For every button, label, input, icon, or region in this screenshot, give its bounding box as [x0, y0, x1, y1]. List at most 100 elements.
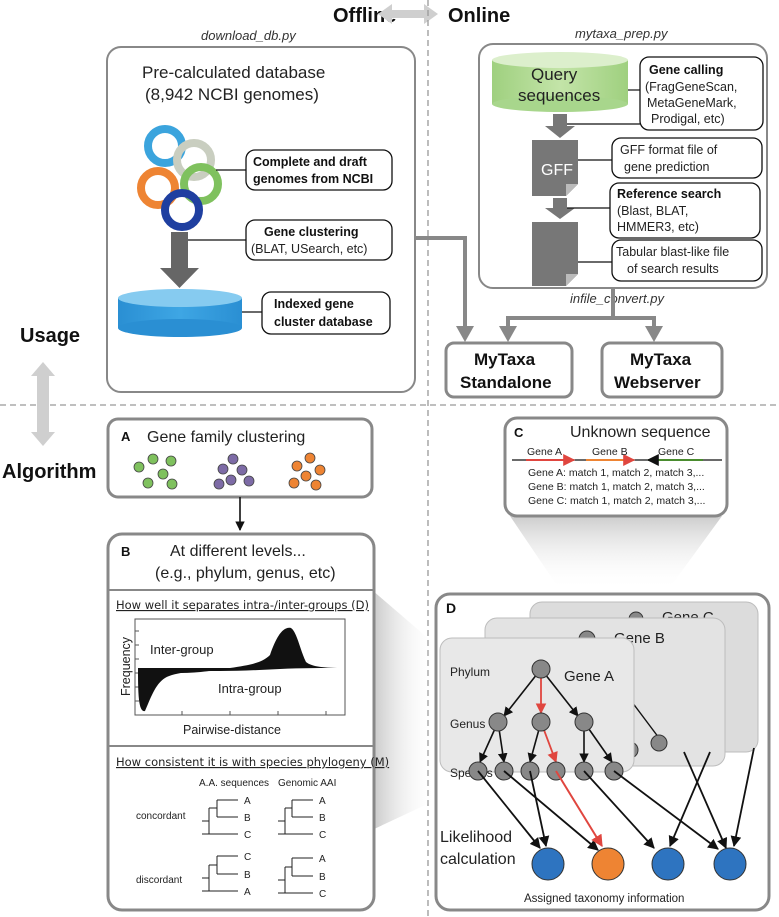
- panel-c-letter: C: [514, 425, 524, 440]
- standalone-line2: Standalone: [460, 373, 552, 392]
- webserver-line1: MyTaxa: [630, 350, 692, 369]
- mytaxa-standalone-box: [444, 341, 574, 399]
- concordant-label: concordant: [136, 811, 186, 822]
- panel-b-title-line2: (e.g., phylum, genus, etc): [155, 565, 336, 582]
- clustering-down-arrow-icon: [160, 232, 199, 288]
- likelihood-line1: Likelihood: [440, 829, 512, 846]
- tree-tip-label: B: [319, 872, 326, 883]
- updown-arrow-icon: [31, 362, 55, 446]
- indexed-db-line2: cluster database: [274, 315, 373, 329]
- download-db-script: download_db.py: [201, 28, 297, 43]
- orange-cluster-icon: [288, 452, 326, 491]
- frequency-axis-label: Frequency: [119, 636, 133, 696]
- genome-rings-icon: [137, 125, 222, 231]
- infile-convert-script: infile_convert.py: [570, 291, 665, 306]
- offline-label: Offline: [333, 5, 396, 27]
- mytaxa-prep-script: mytaxa_prep.py: [575, 26, 669, 41]
- panel-a-title: Gene family clustering: [147, 429, 305, 446]
- separation-title: How well it separates intra-/inter-group…: [116, 598, 369, 612]
- panel-a-letter: A: [121, 429, 131, 444]
- genus-label: Genus: [450, 717, 485, 731]
- gene-b-label: Gene B: [592, 446, 628, 458]
- concordant-trees: [202, 799, 313, 835]
- result-document-icon: [532, 222, 578, 286]
- panel-b-title-line1: At different levels...: [170, 543, 306, 560]
- tree-tip-label: A: [244, 796, 251, 807]
- side-labels: Usage Algorithm: [2, 325, 96, 483]
- header: Offline Online: [333, 4, 510, 27]
- inter-group-density: [138, 627, 344, 673]
- tree-tip-label: B: [244, 870, 251, 881]
- consistency-title: How consistent it is with species phylog…: [116, 755, 389, 769]
- tree-tip-label: C: [319, 830, 326, 841]
- panel-d-letter: D: [446, 600, 456, 616]
- tree-tip-label: A: [319, 854, 326, 865]
- query-line2: sequences: [518, 86, 600, 105]
- complete-genomes-line2: genomes from NCBI: [253, 172, 373, 186]
- gene-a-matches: Gene A: match 1, match 2, match 3,...: [528, 467, 704, 479]
- tabular-line1: Tabular blast-like file: [616, 245, 729, 259]
- panel-a: A Gene family clustering: [106, 417, 374, 499]
- aa-sequences-header: A.A. sequences: [199, 778, 269, 789]
- indexed-db-line1: Indexed gene: [274, 297, 354, 311]
- database-cylinder-icon: [118, 289, 242, 337]
- gene-calling-line3: Prodigal, etc): [651, 112, 725, 126]
- tabular-line2: of search results: [627, 262, 719, 276]
- panel-d: D Gene C Gene B Gene A Phylum Genus Spec…: [434, 592, 771, 912]
- phylum-label: Phylum: [450, 665, 490, 679]
- gene-c-label: Gene C: [658, 446, 695, 458]
- reference-search-line2: HMMER3, etc): [617, 220, 699, 234]
- complete-genomes-line1: Complete and draft: [253, 155, 368, 169]
- assigned-taxonomy-label: Assigned taxonomy information: [524, 893, 684, 905]
- output-boxes: MyTaxa Standalone MyTaxa Webserver: [444, 341, 724, 399]
- gene-a-card-label: Gene A: [564, 668, 614, 685]
- gene-clustering-sub: (BLAT, USearch, etc): [251, 242, 367, 256]
- panel-c: C Unknown sequence Gene A Gene B Gene C …: [503, 416, 729, 518]
- online-label: Online: [448, 5, 510, 27]
- gene-calling-line2: MetaGeneMark,: [647, 96, 737, 110]
- query-cylinder-icon: [492, 52, 628, 112]
- tree-tip-label: A: [319, 796, 326, 807]
- gene-c-matches: Gene C: match 1, match 2, match 3,...: [528, 495, 705, 507]
- tree-tip-label: C: [244, 852, 251, 863]
- genomic-aai-header: Genomic AAI: [278, 778, 336, 789]
- pairwise-distance-label: Pairwise-distance: [183, 723, 281, 737]
- gene-calling-line1: (FragGeneScan,: [645, 80, 737, 94]
- bidirectional-arrow-icon: [378, 4, 438, 24]
- tree-tip-label: B: [319, 813, 326, 824]
- purple-cluster-icon: [213, 453, 255, 490]
- gene-clustering-title: Gene clustering: [264, 225, 358, 239]
- down-arrow-icon: [545, 114, 575, 138]
- discordant-label: discordant: [136, 875, 182, 886]
- tree-tip-label: C: [244, 830, 251, 841]
- db-title-line1: Pre-calculated database: [142, 63, 325, 82]
- tree-tip-label: A: [244, 887, 251, 898]
- down-arrow-icon: [545, 198, 575, 219]
- panel-b-letter: B: [121, 544, 130, 559]
- gff-document-icon: [532, 140, 578, 196]
- inter-group-label: Inter-group: [150, 642, 214, 657]
- intra-group-label: Intra-group: [218, 681, 282, 696]
- tree-tip-label: C: [319, 889, 326, 900]
- taxonomy-result-nodes: [531, 847, 747, 881]
- mytaxa-webserver-box: [600, 341, 724, 399]
- panel-c-title: Unknown sequence: [570, 424, 711, 441]
- reference-search-line1: (Blast, BLAT,: [617, 204, 688, 218]
- webserver-line2: Webserver: [614, 373, 701, 392]
- gff-note-line1: GFF format file of: [620, 143, 718, 157]
- gene-a-tree-nodes: [468, 659, 624, 781]
- gff-note-line2: gene prediction: [624, 160, 710, 174]
- gff-label: GFF: [541, 162, 573, 179]
- tree-tip-label: B: [244, 813, 251, 824]
- algorithm-label: Algorithm: [2, 461, 96, 483]
- green-cluster-icon: [133, 453, 178, 490]
- discordant-trees: [202, 855, 313, 894]
- query-line1: Query: [531, 65, 578, 84]
- gene-b-matches: Gene B: match 1, match 2, match 3,...: [528, 481, 705, 493]
- online-panel: mytaxa_prep.py Query sequences Gene call…: [478, 26, 768, 306]
- likelihood-line2: calculation: [440, 851, 516, 868]
- panel-b: B At different levels... (e.g., phylum, …: [106, 532, 389, 912]
- offline-panel: download_db.py Pre-calculated database (…: [106, 28, 416, 393]
